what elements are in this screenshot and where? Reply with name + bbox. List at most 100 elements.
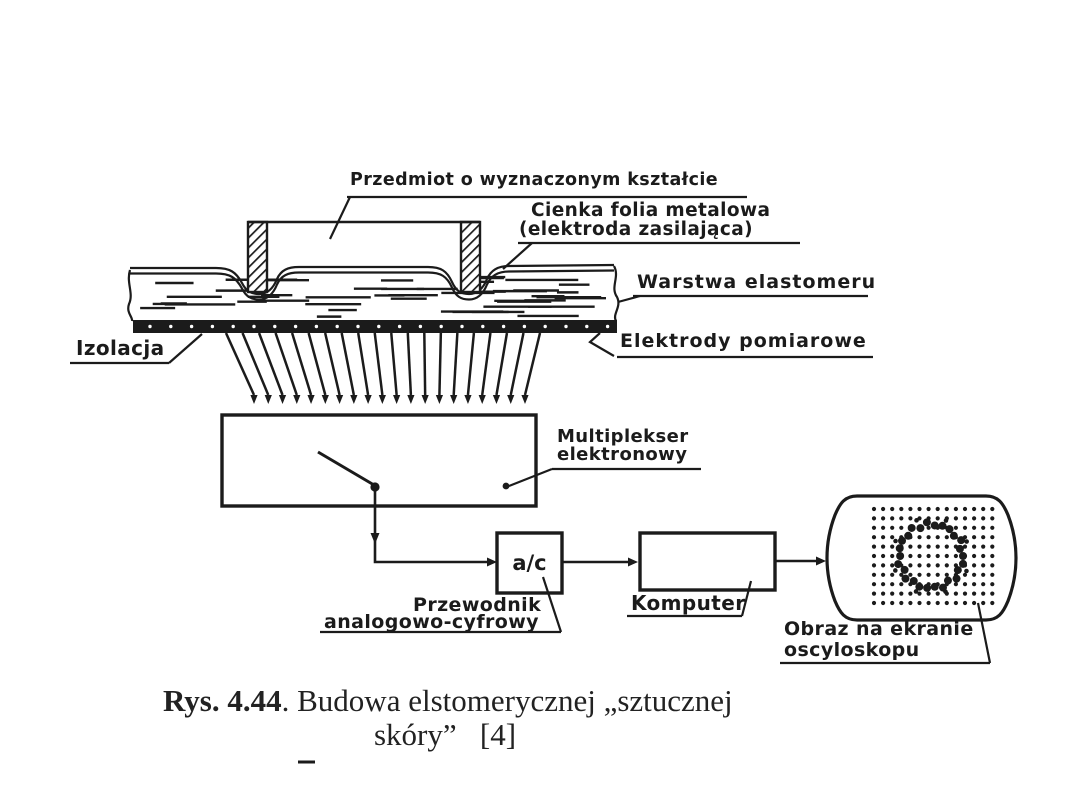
grid-dot — [890, 544, 895, 549]
electrode-dot — [605, 324, 610, 329]
object-right-wall — [459, 220, 482, 294]
multiplexer-box — [220, 413, 538, 508]
wire-arrowhead-icon — [478, 395, 486, 404]
electrode-dots — [148, 324, 610, 329]
grid-dot — [972, 572, 977, 577]
grid-dot — [935, 544, 940, 549]
electrode-dot — [148, 324, 152, 329]
grid-dot — [981, 544, 986, 549]
grid-dot — [926, 544, 931, 549]
grid-dot — [871, 525, 877, 530]
wire-arrowhead-icon — [393, 395, 401, 404]
grid-dot — [908, 516, 913, 521]
label-computer: Komputer — [631, 591, 746, 615]
grid-dot — [972, 544, 977, 549]
grid-dot — [981, 535, 986, 540]
wire-arrowhead-icon — [278, 395, 287, 404]
wire-line — [480, 332, 492, 396]
signal-flow — [373, 491, 818, 564]
label-foil-line1: Cienka folia metalowa — [531, 200, 771, 221]
grid-dot — [981, 600, 986, 606]
wire-arrowhead-icon — [464, 395, 472, 404]
label-electrodes: Elektrody pomiarowe — [620, 330, 867, 352]
grid-dot — [944, 544, 949, 549]
wire-arrowhead-icon — [407, 395, 415, 404]
grid-dot — [990, 582, 995, 587]
wire-line — [307, 332, 327, 396]
wire-arrowhead-icon — [378, 395, 386, 404]
electrodes-label-leader — [588, 332, 873, 359]
grid-dot — [926, 506, 931, 512]
adc-box — [495, 531, 564, 595]
wire-line — [257, 332, 284, 396]
figure-title: . Budowa elstomerycznej „sztucznej — [281, 683, 733, 718]
ring-spike-dot — [893, 568, 898, 573]
wire-line — [274, 332, 298, 396]
grid-dot — [917, 535, 922, 540]
electrode-dot — [418, 324, 423, 329]
wire-arrowhead-icon — [507, 395, 515, 404]
ring-dot — [922, 518, 931, 527]
grid-dot — [962, 582, 968, 587]
grid-dot — [935, 563, 940, 568]
wire-line — [241, 332, 270, 396]
wire-arrowhead-icon — [293, 395, 301, 404]
wire-line — [466, 332, 476, 396]
grid-dot — [881, 516, 886, 521]
wire-arrowhead-icon — [450, 395, 458, 404]
arrow-down-icon — [370, 533, 380, 544]
grid-dot — [990, 553, 995, 559]
grid-dot — [944, 506, 949, 512]
wire-line — [373, 332, 384, 396]
grid-dot — [890, 553, 895, 559]
wire-arrowhead-icon — [435, 395, 444, 404]
grid-dot — [981, 506, 986, 512]
grid-dot — [935, 591, 940, 596]
wire-arrowhead-icon — [264, 395, 272, 404]
ring-dot — [923, 583, 932, 592]
computer-label-leader — [627, 580, 753, 618]
wire-line — [406, 332, 413, 396]
grid-dot — [935, 506, 940, 512]
arrow-right-icon — [628, 557, 638, 567]
grid-dot — [926, 600, 931, 606]
grid-dot — [917, 506, 922, 512]
grid-dot — [962, 525, 968, 530]
grid-dot — [953, 582, 959, 587]
ring-spike-dot — [914, 518, 919, 523]
scope-label-leader — [780, 602, 992, 665]
electrode-dot — [210, 324, 215, 329]
grid-dot — [990, 563, 995, 568]
wire-arrowhead-icon — [421, 395, 429, 404]
grid-dot — [890, 563, 895, 568]
grid-dot — [972, 591, 977, 596]
ring-dot — [943, 576, 952, 585]
ring-dot — [894, 560, 903, 569]
foil-label-leader — [502, 241, 800, 270]
grid-dot — [953, 600, 959, 606]
grid-dot — [990, 572, 995, 577]
grid-dot — [990, 600, 995, 606]
label-insulation: Izolacja — [76, 336, 165, 360]
grid-dot — [899, 600, 904, 606]
wire-arrowhead-icon — [521, 395, 529, 404]
grid-dot — [953, 516, 959, 521]
object-label-leader — [329, 195, 747, 240]
ring-dot — [958, 559, 967, 568]
ring-dot — [953, 566, 962, 575]
grid-dot — [972, 563, 977, 568]
grid-dot — [908, 544, 913, 549]
figure-caption-line2: skóry” [4] — [373, 717, 517, 752]
grid-dot — [890, 516, 895, 521]
grid-dot — [962, 516, 968, 521]
ring-dot — [904, 531, 913, 540]
grid-dot — [917, 544, 922, 549]
electrode-dot — [169, 324, 173, 329]
grid-dot — [953, 591, 959, 596]
grid-dot — [972, 600, 977, 606]
ring-dot — [895, 544, 904, 553]
grid-dot — [890, 572, 895, 577]
grid-dot — [935, 553, 940, 559]
ring-dot — [909, 576, 918, 585]
